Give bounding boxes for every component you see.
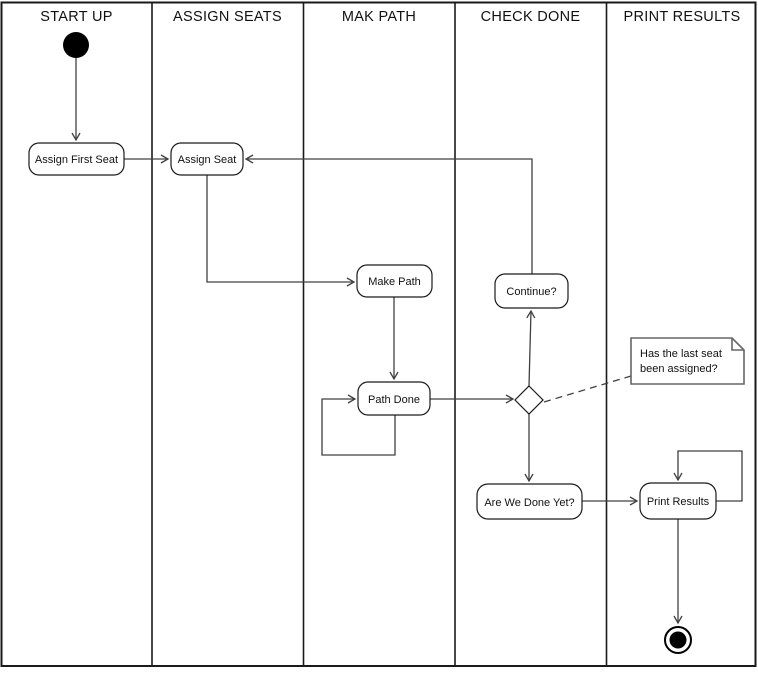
activity-continue: Continue? xyxy=(494,273,569,309)
note-dogear-icon xyxy=(630,337,745,385)
edge-decision-to-note-dashed xyxy=(543,375,632,403)
note-text-line2: been assigned? xyxy=(640,363,718,375)
activity-label: Assign Seat xyxy=(178,154,237,166)
note-has-last-seat: Has the last seat been assigned? xyxy=(630,337,745,385)
initial-node-icon xyxy=(63,32,89,58)
edge-decision-to-continue xyxy=(526,309,536,387)
edge-path-done-self-loop xyxy=(321,394,396,456)
lane-title-print-results: PRINT RESULTS xyxy=(624,9,741,25)
activity-label: Continue? xyxy=(506,286,556,298)
activity-path-done: Path Done xyxy=(357,381,431,416)
connectors xyxy=(71,58,743,625)
activity-label: Path Done xyxy=(368,394,420,406)
lane-title-mak-path: MAK PATH xyxy=(342,9,416,25)
final-node-icon xyxy=(664,626,692,654)
activity-label: Assign First Seat xyxy=(35,154,118,166)
activity-print-results: Print Results xyxy=(639,482,717,520)
edge-assign-seat-to-make-path xyxy=(206,175,356,287)
nodes: Assign First Seat Assign Seat Make Path … xyxy=(28,32,745,654)
activity-label: Are We Done Yet? xyxy=(484,497,574,509)
edge-print-results-self-loop xyxy=(673,450,743,502)
note-text-line1: Has the last seat xyxy=(640,348,722,360)
note-fold-icon xyxy=(731,338,744,351)
lane-title-assign-seats: ASSIGN SEATS xyxy=(173,9,282,25)
activity-assign-seat: Assign Seat xyxy=(170,142,244,176)
activity-assign-first-seat: Assign First Seat xyxy=(28,142,125,176)
lane-title-check-done: CHECK DONE xyxy=(481,9,581,25)
decision-diamond-icon xyxy=(514,385,544,415)
lane-title-start-up: START UP xyxy=(40,9,113,25)
activity-are-we-done-yet: Are We Done Yet? xyxy=(476,483,583,520)
lane-titles: START UP ASSIGN SEATS MAK PATH CHECK DON… xyxy=(40,9,740,25)
edge-continue-to-assign-seat xyxy=(244,154,533,274)
activity-label: Make Path xyxy=(368,276,421,288)
activity-make-path: Make Path xyxy=(356,264,433,298)
activity-label: Print Results xyxy=(647,496,710,508)
